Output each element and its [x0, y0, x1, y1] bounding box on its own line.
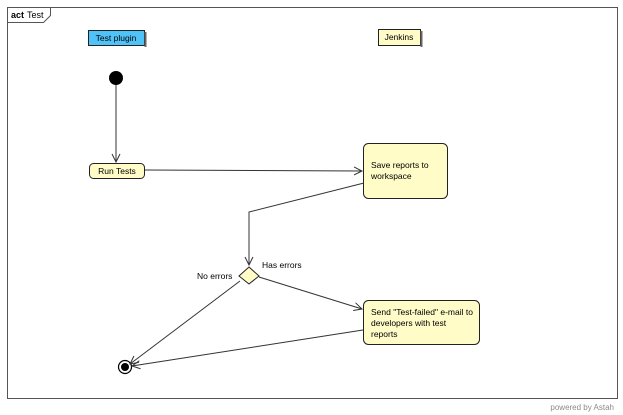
frame-title: Test: [27, 10, 44, 20]
flow-save-reports-to-decision: [249, 182, 365, 265]
action-save-reports-line-2: workspace: [370, 171, 412, 181]
action-send-email-line-2: developers with test: [371, 318, 447, 328]
diagram-frame: [7, 7, 618, 399]
initial-node: [109, 71, 123, 85]
partition-jenkins-shadow: [420, 31, 423, 47]
decision-node: [238, 266, 260, 285]
action-save-reports-label: Save reports to workspace: [370, 160, 431, 181]
final-node-inner: [121, 363, 129, 371]
flow-send-email-to-final: [132, 329, 364, 366]
frame-tab: [7, 7, 51, 23]
action-run-tests-label: Run Tests: [98, 166, 136, 176]
flow-decision-to-final: [130, 280, 241, 364]
partition-jenkins-label: Jenkins: [385, 32, 414, 42]
action-run-tests: [89, 163, 145, 179]
frame-keyword: act: [11, 10, 24, 20]
guard-no-errors: No errors: [197, 271, 232, 281]
flow-decision-to-send-email: [258, 276, 362, 309]
action-send-email-line-1: Send "Test-failed" e-mail to: [371, 307, 473, 317]
partition-test-plugin-label: Test plugin: [96, 33, 137, 43]
flow-run-tests-to-save-reports: [144, 170, 362, 171]
guard-has-errors: Has errors: [262, 260, 302, 270]
action-save-reports: [363, 143, 448, 199]
action-send-email-label: Send "Test-failed" e-mail to developers …: [371, 307, 475, 339]
action-send-email-line-3: reports: [371, 329, 397, 339]
action-send-email: [363, 300, 480, 345]
action-save-reports-line-1: Save reports to: [371, 160, 429, 170]
partition-test-plugin-shadow: [144, 32, 147, 47]
astah-watermark: powered by Astah: [550, 403, 614, 412]
